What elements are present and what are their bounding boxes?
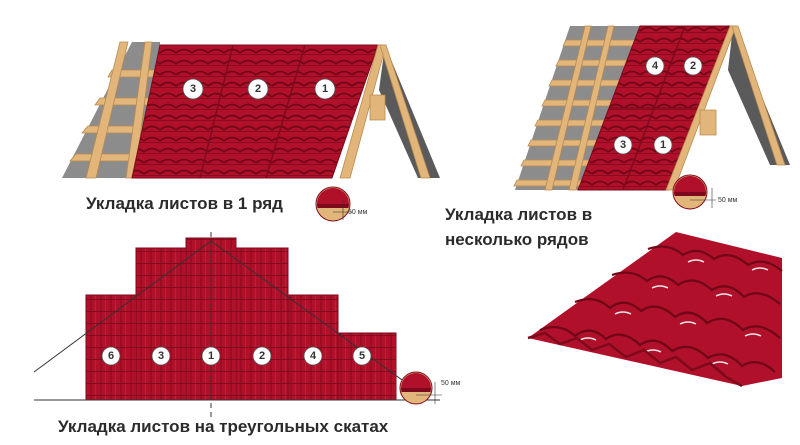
caption-triangular: Укладка листов на треугольных скатах [58,417,389,436]
tile-surface [528,232,782,386]
sheet-label: 3 [620,139,626,151]
overlap-detail-triangular: 50 мм [399,371,461,405]
sheet-label: 2 [255,83,261,95]
sheet-5 [337,332,397,401]
sheet-label: 3 [158,350,164,362]
diagram-one-row: 3 2 1 50 мм [62,41,440,222]
tile-highlights [579,259,769,365]
overlap-detail-one-row: 50 мм [315,186,368,222]
roof-sheets [131,44,379,179]
overlap-label: 50 мм [441,380,461,387]
sheet-labels-one-row: 3 2 1 [182,78,336,100]
sheet-label: 2 [690,60,696,72]
overlap-label: 50 мм [348,209,368,216]
sheet-label: 1 [660,139,666,151]
tile-edge [527,331,743,388]
sheet-label: 1 [322,83,328,95]
sheet-label: 6 [108,350,114,362]
sheet-label: 4 [652,60,659,72]
sheet-label: 4 [310,350,317,362]
caption-multi-row-line2: несколько рядов [445,230,589,249]
gable-truss [339,44,431,179]
sheet-label: 2 [259,350,265,362]
sheet-label: 1 [208,350,214,362]
sheet-labels-triangular: 6 3 1 2 4 5 [101,346,372,366]
guide-lines [33,232,440,420]
diagram-multi-row: 4 2 3 1 50 мм [513,25,790,210]
rafters [544,25,615,191]
sheet-labels-multi-row: 4 2 3 1 [613,56,703,155]
sheet-3 [135,247,187,401]
sheet-1 [185,237,237,401]
diagram-triangular: 6 3 1 2 4 5 50 мм [33,232,461,420]
caption-multi-row-line1: Укладка листов в [445,205,593,224]
overlap-label: 50 мм [718,197,738,204]
gable-truss [665,25,786,191]
tile-waves [539,245,783,373]
sheet-label: 5 [359,350,365,362]
sheet-2 [235,247,289,401]
sheet-label: 3 [190,83,196,95]
overlap-detail-multi-row: 50 мм [672,174,738,210]
caption-one-row: Укладка листов в 1 ряд [86,194,283,213]
tile-closeup [527,232,783,388]
